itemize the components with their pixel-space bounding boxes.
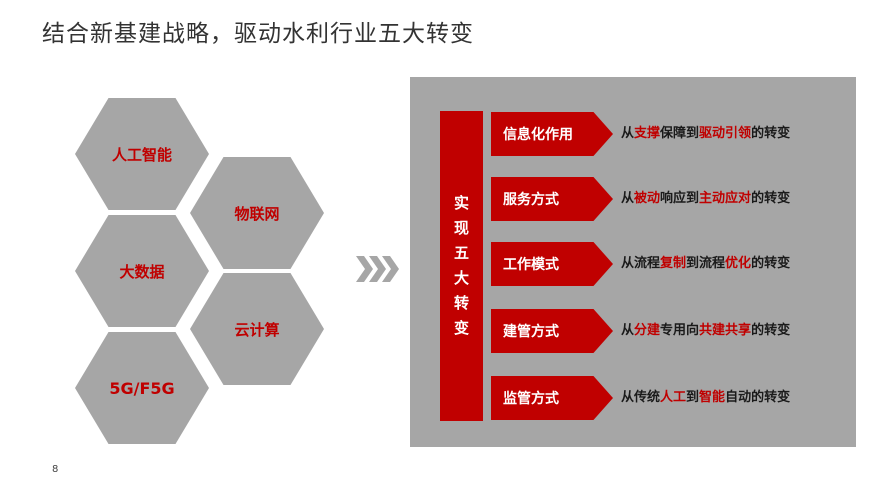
technology-hexagons: 人工智能 物联网 大数据 云计算 5G/F5G [60, 88, 340, 458]
desc-text: 从传统 [621, 390, 661, 405]
desc-highlight: 复制 [660, 256, 687, 271]
page-number: 8 [52, 464, 59, 475]
hexagon-ai: 人工智能 [75, 98, 209, 210]
vertical-char: 大 [453, 269, 469, 287]
row-description: 从被动响应到主动应对的转变 [621, 177, 790, 221]
transformation-row: 信息化作用 从支撑保障到驱动引领的转变 [491, 112, 851, 156]
desc-text: 的转变 [751, 256, 791, 271]
transformation-row: 监管方式 从传统人工到智能自动的转变 [491, 376, 851, 420]
transformation-panel: 实 现 五 大 转 变 信息化作用 从支撑保障到驱动引领的转变 服务方式 从被动… [410, 77, 856, 447]
desc-text: 到流程 [686, 256, 726, 271]
vertical-char: 转 [453, 294, 469, 312]
vertical-title-bar: 实 现 五 大 转 变 [440, 111, 483, 421]
desc-highlight: 优化 [725, 256, 752, 271]
vertical-char: 变 [453, 319, 469, 337]
row-arrow-label: 监管方式 [491, 376, 613, 420]
transformation-row: 工作模式 从流程复制到流程优化的转变 [491, 242, 851, 286]
vertical-char: 实 [453, 194, 469, 212]
row-description: 从传统人工到智能自动的转变 [621, 376, 790, 420]
hexagon-cloud: 云计算 [190, 273, 324, 385]
vertical-char: 五 [453, 244, 469, 262]
desc-highlight: 驱动引领 [699, 126, 752, 141]
transformation-row: 服务方式 从被动响应到主动应对的转变 [491, 177, 851, 221]
vertical-char: 现 [453, 219, 469, 237]
desc-text: 从 [621, 126, 635, 141]
row-arrow-label: 建管方式 [491, 309, 613, 353]
hexagon-big-data: 大数据 [75, 215, 209, 327]
desc-highlight: 共建共享 [699, 323, 752, 338]
desc-highlight: 被动 [634, 191, 661, 206]
row-arrow-label: 工作模式 [491, 242, 613, 286]
desc-text: 的转变 [751, 323, 791, 338]
triple-chevron-right-icon [356, 256, 399, 282]
desc-highlight: 智能 [699, 390, 726, 405]
hexagon-iot: 物联网 [190, 157, 324, 269]
slide-title: 结合新基建战略，驱动水利行业五大转变 [42, 21, 474, 47]
desc-highlight: 主动应对 [699, 191, 752, 206]
hexagon-label: 人工智能 [111, 145, 172, 164]
row-label: 工作模式 [503, 257, 559, 273]
row-arrow-label: 信息化作用 [491, 112, 613, 156]
desc-highlight: 分建 [634, 323, 661, 338]
desc-text: 的转变 [751, 191, 791, 206]
desc-text: 保障到 [660, 126, 700, 141]
row-label: 服务方式 [503, 192, 559, 208]
row-description: 从支撑保障到驱动引领的转变 [621, 112, 790, 156]
row-arrow-label: 服务方式 [491, 177, 613, 221]
desc-text: 从流程 [621, 256, 661, 271]
desc-text: 从 [621, 323, 635, 338]
hexagon-label: 大数据 [119, 262, 165, 281]
desc-text: 响应到 [660, 191, 700, 206]
row-label: 监管方式 [503, 391, 559, 407]
row-description: 从流程复制到流程优化的转变 [621, 242, 790, 286]
transformation-row: 建管方式 从分建专用向共建共享的转变 [491, 309, 851, 353]
hexagon-5g: 5G/F5G [75, 332, 209, 444]
hexagon-label: 5G/F5G [109, 378, 175, 398]
desc-text: 到 [686, 390, 700, 405]
desc-text: 从 [621, 191, 635, 206]
desc-highlight: 支撑 [634, 126, 661, 141]
hexagon-label: 云计算 [234, 320, 280, 339]
desc-highlight: 人工 [660, 390, 687, 405]
desc-text: 的转变 [751, 126, 791, 141]
desc-text: 自动的转变 [725, 390, 791, 405]
row-description: 从分建专用向共建共享的转变 [621, 309, 790, 353]
hexagon-label: 物联网 [234, 204, 280, 223]
desc-text: 专用向 [660, 323, 700, 338]
row-label: 信息化作用 [503, 127, 573, 143]
row-label: 建管方式 [503, 324, 559, 340]
